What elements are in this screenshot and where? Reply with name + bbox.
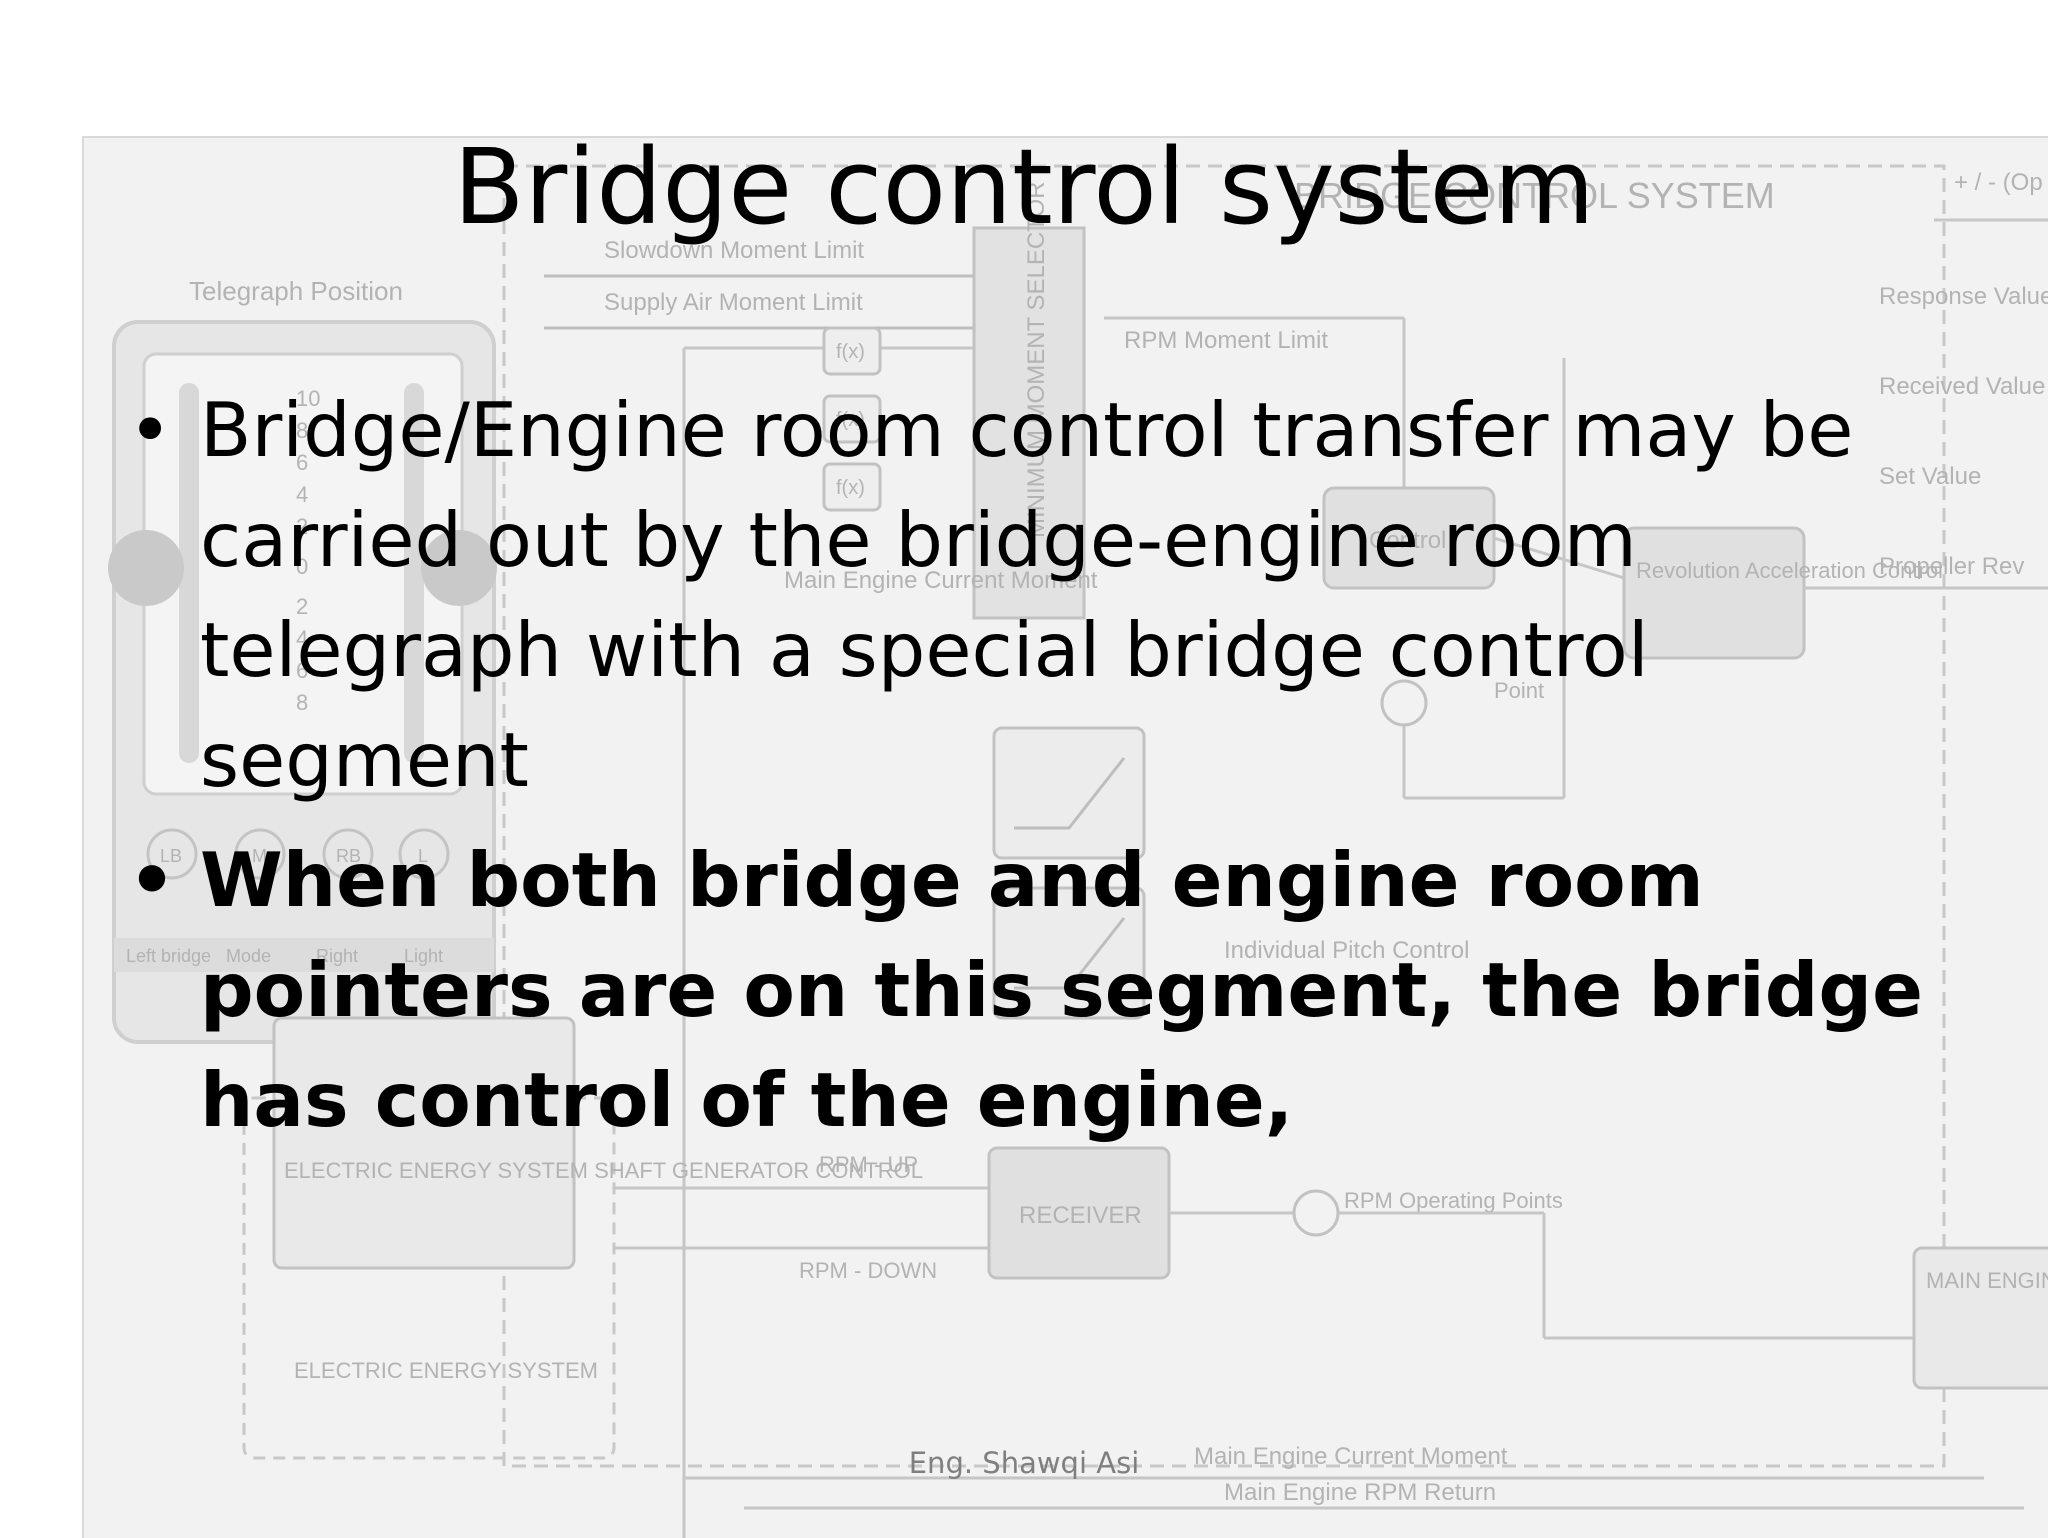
- svg-text:Main Engine Current Moment: Main Engine Current Moment: [784, 567, 1098, 594]
- svg-text:0: 0: [296, 554, 308, 579]
- svg-text:6: 6: [296, 450, 308, 475]
- svg-text:Light: Light: [404, 946, 443, 966]
- svg-text:Individual Pitch Control: Individual Pitch Control: [1224, 937, 1469, 964]
- svg-text:L: L: [418, 846, 428, 866]
- svg-text:Response Value: Response Value: [1879, 283, 2048, 310]
- svg-text:LB: LB: [160, 846, 182, 866]
- slide-footer: Eng. Shawqi Asi: [908, 1446, 1140, 1480]
- svg-text:f(x): f(x): [836, 409, 865, 431]
- bullet-text: Bridge/Engine room control transfer may …: [200, 386, 1854, 804]
- svg-text:MAIN ENGINE RPM REGULATOR: MAIN ENGINE RPM REGULATOR: [1926, 1268, 2048, 1293]
- bullet-item: • When both bridge and engine room point…: [120, 825, 2020, 1155]
- svg-text:Revolution Acceleration Contro: Revolution Acceleration Control: [1636, 558, 1943, 583]
- svg-text:f(x): f(x): [836, 477, 865, 499]
- slide-title: Bridge control system: [453, 126, 1595, 248]
- svg-text:Supply Air Moment Limit: Supply Air Moment Limit: [604, 289, 863, 316]
- svg-text:Propeller Rev: Propeller Rev: [1879, 553, 2024, 580]
- svg-text:Received Value: Received Value: [1879, 373, 2045, 400]
- svg-text:ELECTRIC ENERGY SYSTEM SHAFT G: ELECTRIC ENERGY SYSTEM SHAFT GENERATOR C…: [284, 1158, 923, 1183]
- svg-text:4: 4: [296, 626, 308, 651]
- svg-text:RPM - UP: RPM - UP: [819, 1152, 918, 1177]
- telegraph-scale: 10 8 6 4 2 0 2 4 6 8: [296, 386, 320, 715]
- svg-text:2: 2: [296, 514, 308, 539]
- svg-text:RPM Moment Limit: RPM Moment Limit: [1124, 327, 1328, 354]
- svg-text:Left bridge: Left bridge: [126, 946, 211, 966]
- svg-text:Control: Control: [1369, 527, 1446, 554]
- svg-text:6: 6: [296, 658, 308, 683]
- svg-text:8: 8: [296, 418, 308, 443]
- bullet-marker: •: [128, 386, 173, 474]
- svg-text:ELECTRIC ENERGY SYSTEM: ELECTRIC ENERGY SYSTEM: [294, 1358, 598, 1383]
- svg-text:Main Engine RPM Return: Main Engine RPM Return: [1224, 1479, 1496, 1506]
- background-diagram: BRIDGE CONTROL SYSTEM + / - (Op Telegrap…: [82, 136, 2048, 1538]
- svg-text:Set Value: Set Value: [1879, 463, 1981, 490]
- bullet-text: When both bridge and engine room pointer…: [200, 836, 1923, 1144]
- svg-text:RPM Operating Points: RPM Operating Points: [1344, 1188, 1563, 1213]
- bullet-list: • Bridge/Engine room control transfer ma…: [120, 375, 2020, 1155]
- svg-text:M: M: [252, 846, 267, 866]
- svg-text:10: 10: [296, 386, 320, 411]
- telegraph-label: Telegraph Position: [189, 276, 403, 306]
- svg-text:8: 8: [296, 690, 308, 715]
- svg-text:RPM - DOWN: RPM - DOWN: [799, 1258, 937, 1283]
- svg-text:Right: Right: [316, 946, 358, 966]
- svg-text:f(x): f(x): [836, 341, 865, 363]
- svg-text:Main Engine Current Moment: Main Engine Current Moment: [1194, 1443, 1508, 1470]
- svg-text:Slowdown Moment Limit: Slowdown Moment Limit: [604, 237, 864, 264]
- svg-text:MINIMUM MOMENT SELECTOR: MINIMUM MOMENT SELECTOR: [1023, 182, 1050, 538]
- diagram-header: BRIDGE CONTROL SYSTEM: [1294, 175, 1775, 216]
- svg-text:Mode: Mode: [226, 946, 271, 966]
- svg-text:RECEIVER: RECEIVER: [1019, 1202, 1142, 1229]
- diagram-corner-label: + / - (Op: [1954, 169, 2043, 196]
- bullet-marker: •: [128, 836, 176, 924]
- svg-text:Point: Point: [1494, 678, 1544, 703]
- svg-text:4: 4: [296, 482, 308, 507]
- svg-text:2: 2: [296, 594, 308, 619]
- bullet-item: • Bridge/Engine room control transfer ma…: [120, 375, 2020, 815]
- svg-text:RB: RB: [336, 846, 361, 866]
